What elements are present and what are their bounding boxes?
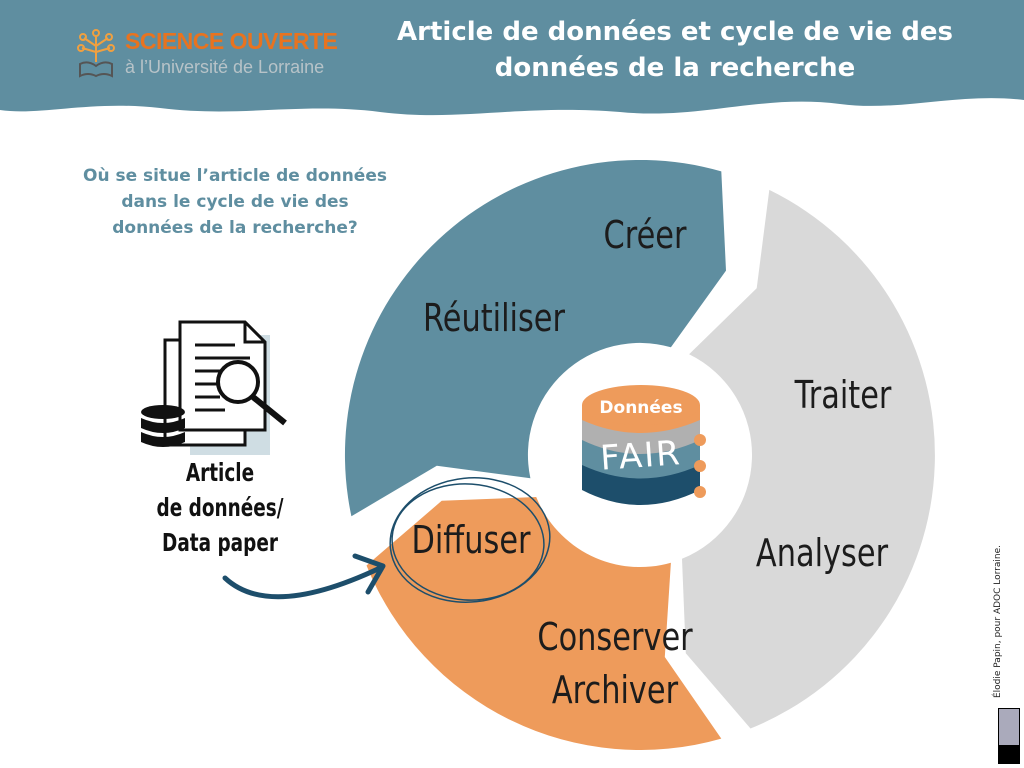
stage-reutiliser: Réutiliser	[422, 296, 566, 340]
segment-conserver-diffuser	[366, 497, 722, 751]
stage-traiter: Traiter	[794, 373, 892, 417]
logo-tree-book-icon	[77, 29, 115, 78]
data-paper-line-2: de données/	[156, 493, 284, 522]
credit-text: Élodie Papin, pour ADOC Lorraine.	[993, 545, 1003, 699]
center-donnees-label: Données	[599, 398, 683, 418]
header-banner	[0, 0, 1024, 116]
title-line-2: données de la recherche	[494, 53, 856, 83]
stage-analyser: Analyser	[755, 531, 889, 575]
arrow-to-diffuser-icon	[222, 565, 383, 600]
segment-traiter-analyser	[682, 189, 935, 729]
cc-by-license-badge	[998, 708, 1020, 764]
fair-data-cylinder-icon	[582, 385, 706, 505]
stage-conserver: Conserver	[537, 615, 693, 659]
document-magnifier-icon	[163, 320, 287, 455]
question-line-2: dans le cycle de vie des	[121, 192, 349, 212]
page-title: Article de données et cycle de vie des d…	[380, 14, 970, 86]
question-line-3: données de la recherche?	[112, 218, 358, 238]
data-paper-line-3: Data paper	[162, 528, 278, 557]
stage-creer: Créer	[603, 213, 687, 257]
logo-title: SCIENCE OUVERTE	[125, 28, 338, 54]
data-paper-line-1: Article	[185, 458, 255, 487]
data-paper-label: Article de données/ Data paper	[138, 455, 302, 560]
logo-subtitle: à l’Université de Lorraine	[125, 57, 325, 77]
stage-archiver: Archiver	[551, 668, 679, 712]
stage-diffuser: Diffuser	[411, 518, 531, 562]
segment-reutiliser-creer	[344, 159, 726, 517]
title-line-1: Article de données et cycle de vie des	[397, 17, 953, 47]
center-fair-label: FAIR	[599, 433, 683, 479]
question-text: Où se situe l’article de données dans le…	[55, 163, 415, 241]
database-icon	[141, 405, 185, 447]
diffuser-highlight-circle	[389, 477, 551, 603]
question-line-1: Où se situe l’article de données	[83, 166, 387, 186]
